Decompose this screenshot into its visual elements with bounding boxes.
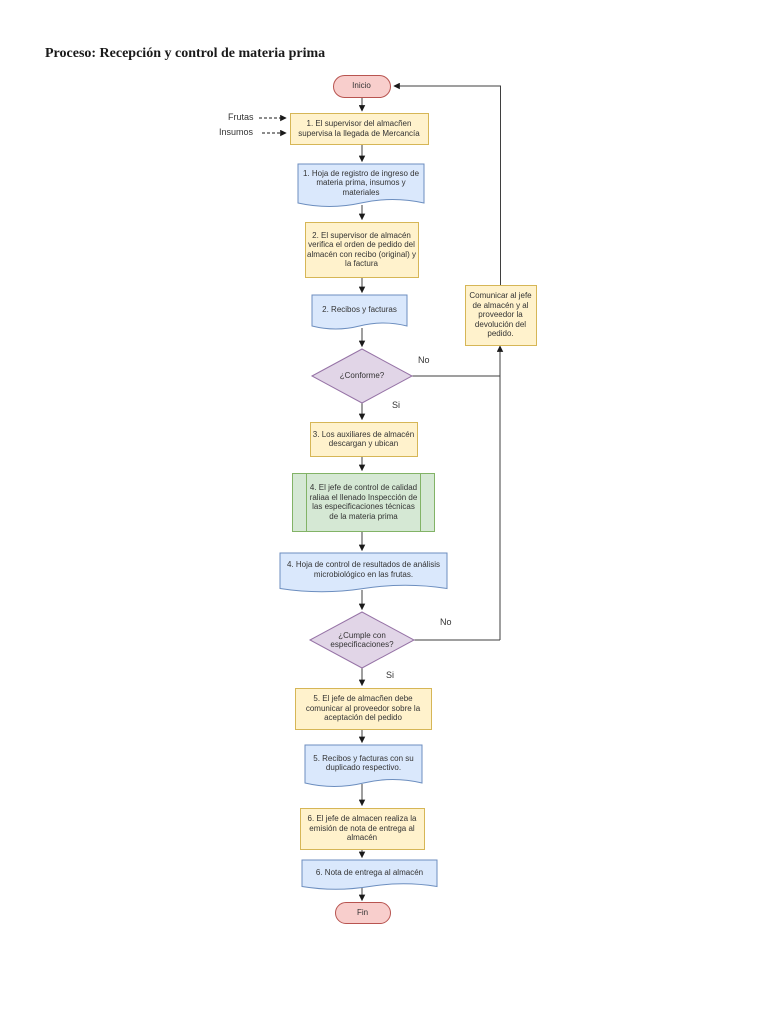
step4-inspection-shape [292,473,435,532]
decision2-diamond-shape [308,611,416,669]
start-terminator-label: Inicio [352,81,371,91]
step1-process-shape [290,113,429,145]
step6-process-shape [300,808,425,850]
step3-label: 3. Los auxiliares de almacén descargan y… [312,429,415,449]
decision1-diamond-shape [310,348,414,404]
decision1-si-label: Si [392,400,401,410]
return-to-start-line [393,82,501,285]
step1-label: 1. El supervisor del almacñen supervisa … [298,119,420,138]
step3-process-shape [310,422,418,457]
doc1-label: 1. Hoja de registro de ingreso de materi… [302,168,420,197]
insumos-input-label: Insumos [219,127,254,137]
step5-label: 5. El jefe de almacñen debe comunicar al… [305,694,421,723]
doc1-document-shape [297,163,425,207]
doc4-document-shape [279,552,448,593]
return-note-label: Comunicar al jefe de almacén y al provee… [469,291,532,339]
step4-label: 4. El jefe de control de calidad raliaa … [309,483,418,521]
step2-label: 2. El supervisor de almacén verifica el … [307,230,416,269]
doc4-label: 4. Hoja de control de resultados de anál… [287,560,440,579]
step2-process-shape [305,222,419,278]
step5-process-shape [295,688,432,730]
decision2-no-label: No [440,617,452,627]
decision1-label: ¿Conforme? [339,371,385,381]
frutas-input-label: Frutas [228,112,254,122]
start-terminator-shape [333,75,391,98]
decision2-si-label: Si [386,670,395,680]
decision1-no-label: No [418,355,430,365]
doc2-label: 2. Recibos y facturas [322,304,397,314]
end-terminator-shape [335,902,391,924]
decision2-label: ¿Cumple con especificaciones? [330,630,394,650]
return-note-shape [465,285,537,346]
doc6-document-shape [301,859,438,890]
doc6-label: 6. Nota de entrega al almacén [315,867,424,877]
doc5-document-shape [304,744,423,787]
end-terminator-label: Fin [356,907,369,917]
page-title: Proceso: Recepción y control de materia … [45,46,326,61]
doc2-document-shape [311,294,408,330]
doc5-label: 5. Recibos y facturas con su duplicado r… [313,753,414,773]
step6-label: 6. El jefe de almacen realiza la emisión… [307,814,417,843]
